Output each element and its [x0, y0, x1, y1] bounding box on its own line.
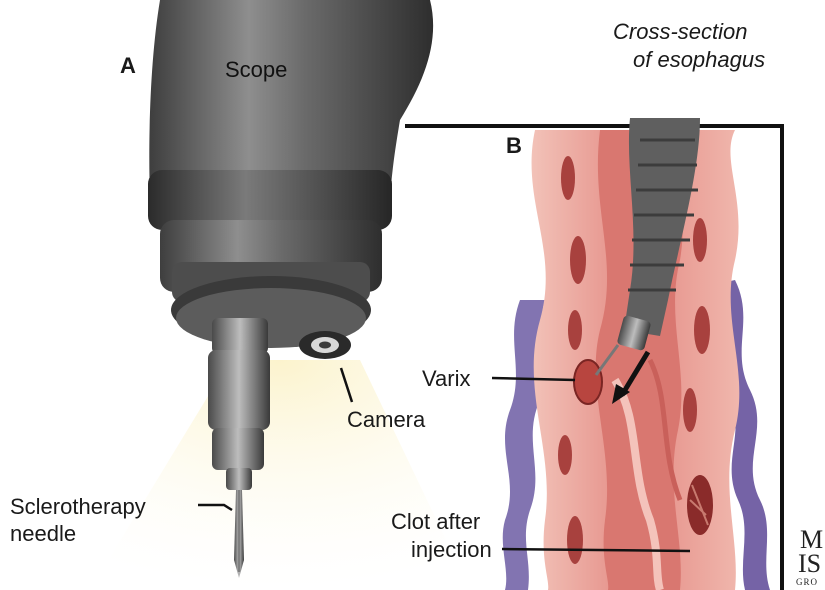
- camera-label: Camera: [347, 408, 425, 431]
- panel-b-letter: B: [506, 134, 522, 157]
- watermark-logo-line2: IS: [798, 552, 821, 575]
- needle-label-line2: needle: [10, 522, 76, 545]
- varix-label: Varix: [422, 367, 471, 390]
- cross-section-label-line1: Cross-section: [613, 20, 747, 43]
- needle-label-line1: Sclerotherapy: [10, 495, 146, 518]
- esophagus-cross-section: [503, 118, 770, 590]
- panel-a-letter: A: [120, 54, 136, 77]
- clot-label-line1: Clot after: [391, 510, 480, 533]
- watermark-logo-line1: M: [800, 528, 823, 551]
- scope-label: Scope: [225, 58, 287, 81]
- cross-section-label-line2: of esophagus: [633, 48, 765, 71]
- watermark-logo-line3: GRO: [796, 578, 818, 586]
- clot-label-line2: injection: [411, 538, 492, 561]
